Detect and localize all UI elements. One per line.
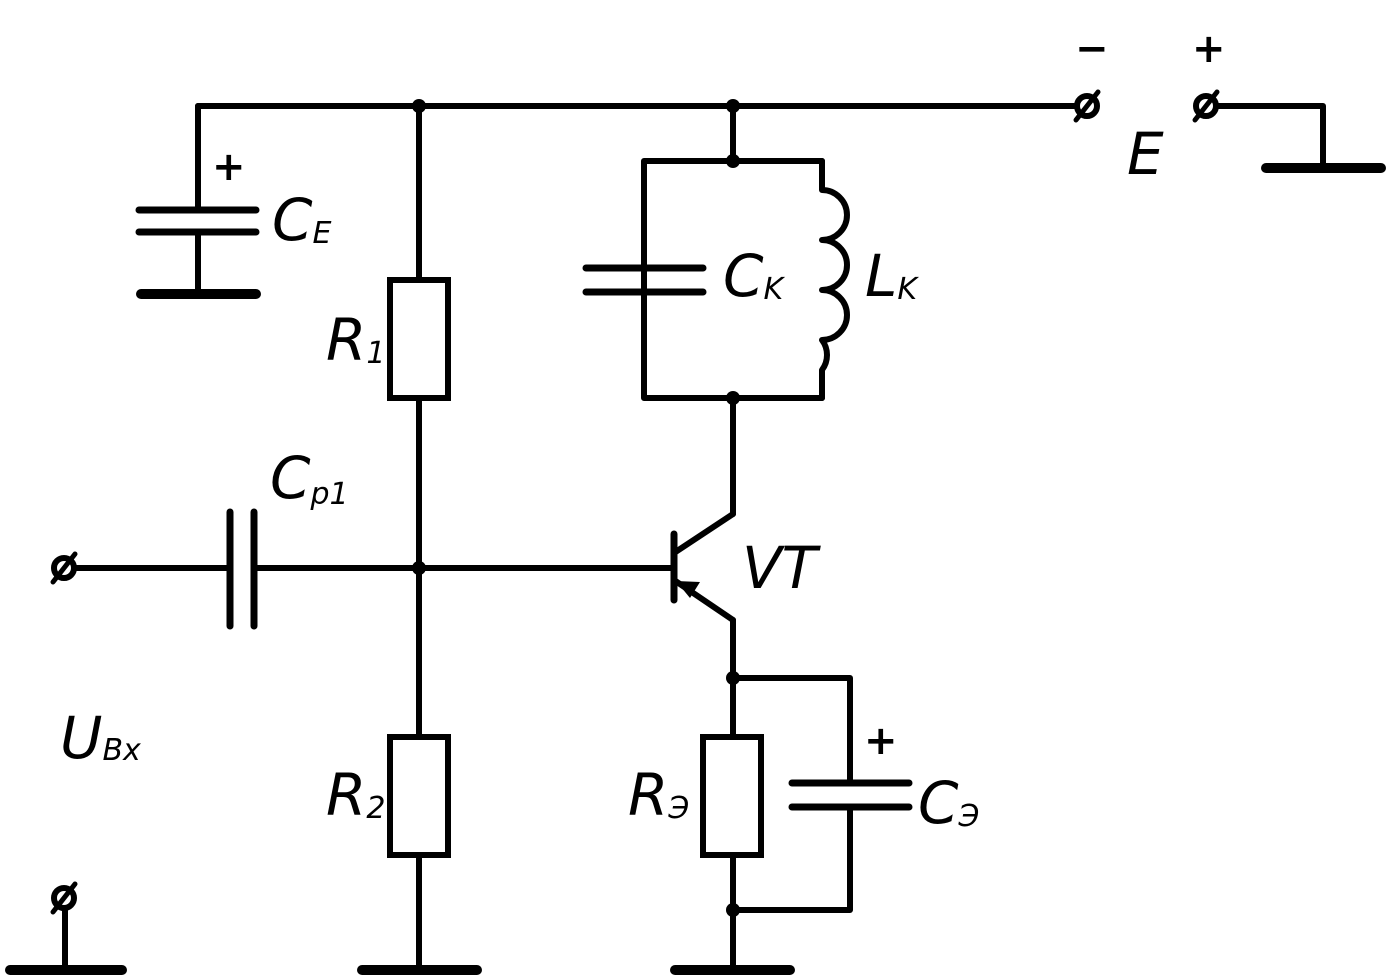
emitter-arrow-icon (676, 581, 700, 598)
supply-e-label: E (1127, 120, 1164, 188)
capacitor-ck (582, 264, 707, 296)
terminal-input-ground (50, 881, 78, 915)
inductor-lk (819, 158, 850, 401)
supply-plus-label: + (1192, 26, 1226, 72)
resistor-r2 (387, 734, 451, 858)
input-voltage-label: UBx (60, 704, 141, 772)
ce2-polarity-label: + (864, 718, 898, 764)
r2-label: R2 (326, 761, 385, 829)
re-label: RЭ (628, 761, 689, 829)
terminal-supply-plus (1192, 89, 1220, 123)
r1-label: R1 (326, 306, 385, 374)
resistor-re (700, 734, 764, 858)
cp1-label: Cp1 (270, 444, 349, 512)
transistor-vt (670, 511, 736, 623)
ground-symbols (5, 163, 1386, 975)
capacitor-cp1 (226, 508, 258, 630)
capacitor-ce2 (788, 779, 913, 811)
supply-minus-label: − (1075, 26, 1109, 72)
ce2-label: CЭ (918, 769, 980, 837)
terminal-supply-minus (1073, 89, 1101, 123)
ck-label: CK (723, 242, 786, 310)
lk-label: LK (865, 242, 919, 310)
ce-polarity-label: + (212, 144, 246, 190)
emitter-frame (730, 675, 853, 784)
junction-dots (412, 99, 740, 917)
ce2-wire-bottom (730, 804, 853, 913)
supply-ground-wire (1210, 103, 1326, 171)
vt-label: VT (742, 534, 822, 602)
terminal-input (50, 551, 78, 585)
resistor-r1 (387, 277, 451, 401)
capacitor-ce (135, 206, 260, 236)
ce-label: CE (272, 186, 332, 254)
